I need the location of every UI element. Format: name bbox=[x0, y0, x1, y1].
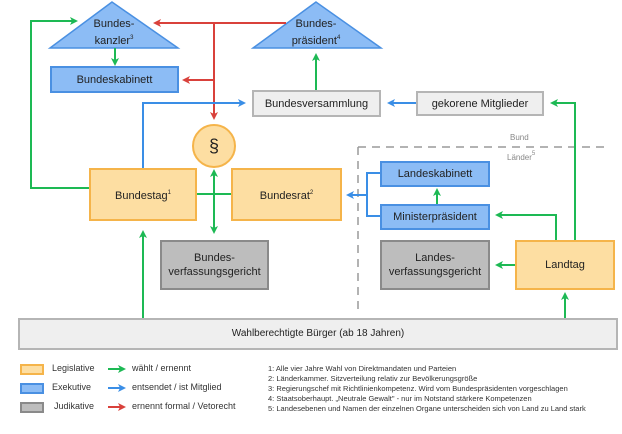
bundesversammlung-label: Bundesversammlung bbox=[264, 97, 369, 110]
legend-label-entsendet: entsendet / ist Mitglied bbox=[132, 382, 222, 392]
region-label-laender: Länder5 bbox=[507, 151, 535, 162]
legend-swatch-legislative bbox=[20, 364, 44, 375]
green-arrow-landtag-to-ministerpraesident bbox=[495, 211, 557, 240]
bverfg-line2: verfassungsgericht bbox=[168, 266, 261, 278]
footnote-marker: 4 bbox=[336, 35, 341, 41]
blue-arrow-bundestag-to-versammlung bbox=[142, 99, 246, 168]
footnote-marker: 3 bbox=[130, 35, 134, 41]
buerger-label: Wahlberechtigte Bürger (ab 18 Jahren) bbox=[231, 328, 405, 339]
footnote-marker: 1 bbox=[167, 190, 171, 196]
footnote-5: 5: Landesebenen und Namen der einzelnen … bbox=[268, 404, 586, 413]
bundeskanzler-label: Bundes- kanzler3 bbox=[72, 17, 156, 48]
legend-label-judikative: Judikative bbox=[54, 401, 95, 411]
bundespraesident-label: Bundes- präsident4 bbox=[274, 17, 358, 48]
legend-swatch-exekutive bbox=[20, 383, 44, 394]
legend-label-ernennt-formal: ernennt formal / Vetorecht bbox=[132, 401, 236, 411]
blue-line-landeskabinett bbox=[366, 172, 380, 217]
bundespraesident-triangle[interactable] bbox=[250, 1, 384, 49]
lverfg-line1: Landes- bbox=[415, 252, 455, 264]
legend-label-waehlt: wählt / ernennt bbox=[132, 363, 192, 373]
bundestag-label: Bundestag bbox=[115, 190, 168, 202]
region-label-bund: Bund bbox=[510, 133, 529, 142]
bundesrat-label: Bundesrat bbox=[259, 190, 310, 202]
bundesrat-box[interactable]: Bundesrat2 bbox=[231, 168, 342, 221]
bundeskanzler-line2: kanzler bbox=[94, 35, 131, 47]
green-arrow-landtag-to-gekorene bbox=[550, 99, 576, 240]
gekorene-mitglieder-box[interactable]: gekorene Mitglieder bbox=[416, 91, 544, 116]
gekorene-mitglieder-label: gekorene Mitglieder bbox=[431, 97, 529, 110]
landeskabinett-label: Landeskabinett bbox=[397, 168, 473, 180]
bundespraesident-line2: präsident bbox=[291, 35, 337, 47]
landtag-label: Landtag bbox=[545, 259, 585, 271]
bundeskabinett-box[interactable]: Bundeskabinett bbox=[50, 66, 179, 93]
buerger-box[interactable]: Wahlberechtigte Bürger (ab 18 Jahren) bbox=[18, 318, 618, 350]
bundesverfassungsgericht-box[interactable]: Bundes-verfassungsgericht bbox=[160, 240, 269, 290]
landtag-box[interactable]: Landtag bbox=[515, 240, 615, 290]
bundeskanzler-line1: Bundes- bbox=[93, 18, 135, 30]
legend-swatch-judikative bbox=[20, 402, 44, 413]
bundesversammlung-box[interactable]: Bundesversammlung bbox=[252, 90, 381, 117]
legend-label-legislative: Legislative bbox=[52, 363, 95, 373]
bundeskabinett-label: Bundeskabinett bbox=[76, 73, 153, 86]
ministerpraesident-label: Ministerpräsident bbox=[393, 211, 477, 223]
paragraph-symbol: § bbox=[193, 125, 235, 167]
footnote-marker: 5 bbox=[531, 151, 536, 157]
landeskabinett-box[interactable]: Landeskabinett bbox=[380, 161, 490, 187]
footnote-4: 4: Staatsoberhaupt. „Neutrale Gewalt" - … bbox=[268, 394, 532, 403]
green-arrow-bundestag-to-kanzler bbox=[30, 17, 90, 189]
paragraph-label: § bbox=[208, 136, 219, 156]
lverfg-line2: verfassungsgericht bbox=[388, 266, 482, 278]
footnote-2: 2: Länderkammer. Sitzverteilung relativ … bbox=[268, 374, 478, 383]
paragraph-circle[interactable] bbox=[192, 124, 236, 168]
bundespraesident-line1: Bundes- bbox=[295, 18, 337, 30]
laender-text: Länder bbox=[507, 153, 532, 162]
landesverfassungsgericht-box[interactable]: Landes-verfassungsgericht bbox=[380, 240, 490, 290]
bundestag-box[interactable]: Bundestag1 bbox=[89, 168, 197, 221]
legend-label-exekutive: Exekutive bbox=[52, 382, 92, 392]
footnote-3: 3: Regierungschef mit Richtlinienkompete… bbox=[268, 384, 568, 393]
footnote-1: 1: Alle vier Jahre Wahl von Direktmandat… bbox=[268, 364, 457, 373]
ministerpraesident-box[interactable]: Ministerpräsident bbox=[380, 204, 490, 230]
footnote-marker: 2 bbox=[309, 190, 314, 196]
bverfg-line1: Bundes- bbox=[194, 252, 235, 264]
